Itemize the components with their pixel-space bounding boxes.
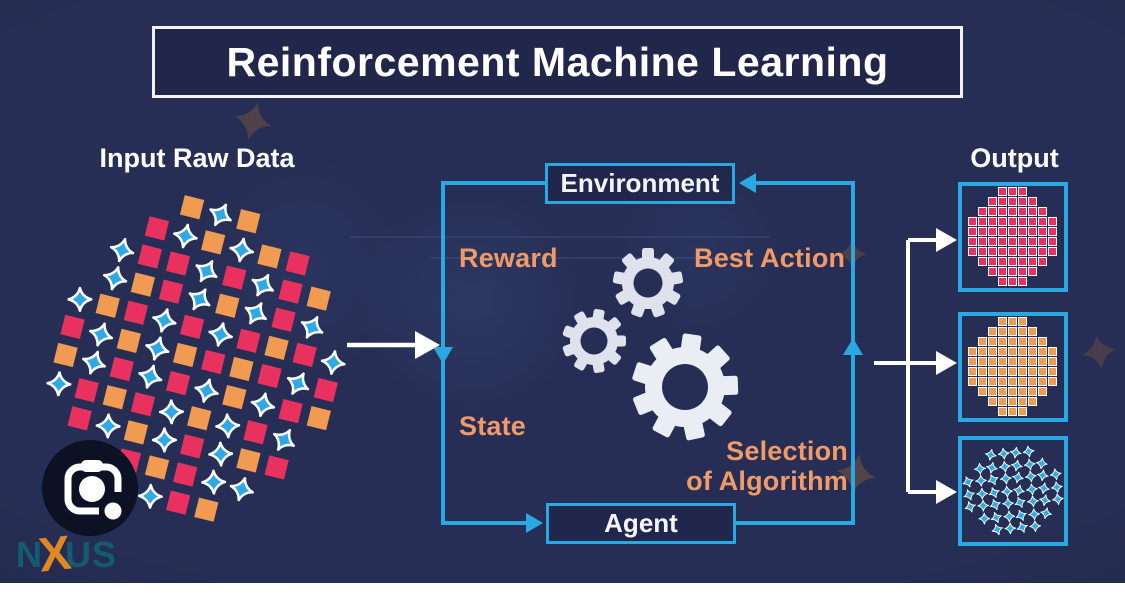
logo-letter-x: X xyxy=(36,526,74,583)
agent-box: Agent xyxy=(546,503,736,544)
best-action-label: Best Action xyxy=(694,243,846,273)
page-title: Reinforcement Machine Learning xyxy=(226,38,889,85)
nxus-logo-watermark: N X US xyxy=(16,526,118,583)
logo-letter-n: N xyxy=(16,534,43,575)
background-circuit-line xyxy=(350,236,770,238)
reward-label: Reward xyxy=(459,243,558,273)
input-data-cluster xyxy=(22,172,381,552)
selection-line-1: Selection xyxy=(726,436,848,466)
output-label: Output xyxy=(970,143,1059,173)
title-banner: Reinforcement Machine Learning xyxy=(152,26,963,98)
selection-of-algorithm-label: Selection of Algorithm xyxy=(618,436,848,496)
output-box-blue-crosses xyxy=(958,436,1068,546)
red-squares-cluster xyxy=(968,187,1058,287)
sparkle-icon xyxy=(232,100,274,147)
orange-squares-cluster xyxy=(968,317,1058,417)
page-background-strip xyxy=(0,583,1125,603)
environment-label: Environment xyxy=(560,168,720,198)
sparkle-icon xyxy=(1080,333,1118,376)
input-raw-data-label: Input Raw Data xyxy=(99,143,295,173)
google-lens-button[interactable] xyxy=(42,440,138,536)
output-branch-arrows xyxy=(874,228,957,504)
blue-crosses-cluster xyxy=(959,443,1066,539)
camera-lens-icon xyxy=(64,460,124,520)
input-arrow xyxy=(347,331,440,359)
selection-line-2: of Algorithm xyxy=(686,466,848,496)
output-box-red-squares xyxy=(958,182,1068,292)
logo-letters-us: US xyxy=(65,534,118,575)
state-label: State xyxy=(459,411,527,441)
environment-box: Environment xyxy=(545,163,735,204)
background-circuit-line xyxy=(430,257,740,259)
agent-label: Agent xyxy=(604,508,678,538)
output-box-orange-squares xyxy=(958,312,1068,422)
